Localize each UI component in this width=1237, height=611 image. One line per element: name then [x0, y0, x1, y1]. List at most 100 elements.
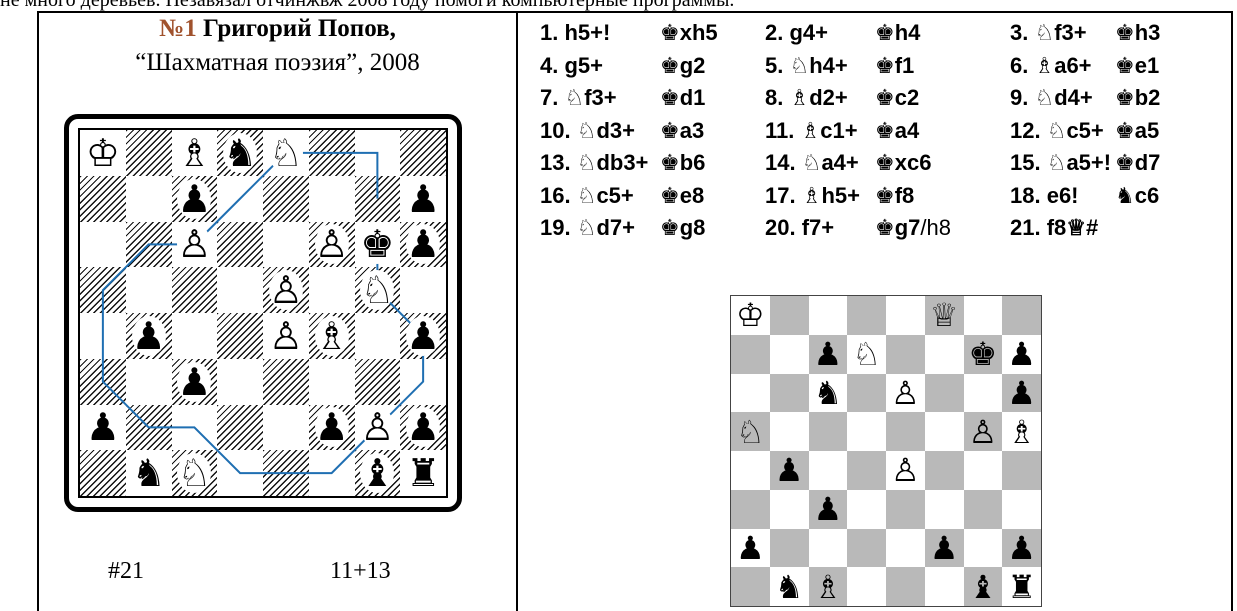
move-text: c5+ [1066, 118, 1103, 143]
chess-piece: ♙ [309, 222, 355, 268]
piece-glyph: ♟ [177, 362, 211, 402]
final-position-diagram: ♔♕♟♘♚♟♞♙♟♘♙♗♟♙♟♟♟♟♞♗♝♜ [730, 295, 1042, 607]
board-square [847, 374, 886, 413]
move-text: a6+ [1054, 53, 1091, 78]
move-text: f7+ [802, 215, 834, 240]
board-square [925, 335, 964, 374]
piece-figurine: ♘ [802, 151, 822, 176]
solution-move: 3. ♘f3+ [1010, 20, 1087, 46]
piece-glyph: ♟ [406, 407, 440, 447]
piece-figurine: ♗ [1034, 54, 1054, 79]
solution-move: ♚xc6 [875, 150, 931, 176]
solution-move: 2. g4+ [765, 20, 828, 46]
solution-line: 4. g5+♚g25. ♘h4+♚f16. ♗a6+♚e1 [540, 53, 1230, 86]
move-number: 14. [765, 150, 802, 175]
chess-piece: ♟ [925, 529, 964, 568]
chess-piece: ♙ [263, 267, 309, 313]
problem-source: “Шахматная поэзия”, 2008 [40, 48, 515, 78]
solution-move: 7. ♘f3+ [540, 85, 617, 111]
solution-move: ♞c6 [1115, 183, 1159, 209]
board-square [731, 335, 770, 374]
solution-move: 17. ♗h5+ [765, 183, 860, 209]
piece-figurine: ♚ [875, 151, 895, 176]
move-text: g7 [895, 215, 921, 240]
chess-piece: ♞ [126, 450, 172, 496]
chess-piece: ♘ [263, 130, 309, 176]
move-text: e6! [1047, 183, 1079, 208]
chess-piece: ♗ [1002, 412, 1041, 451]
solution-move: ♚g7/h8 [875, 215, 951, 241]
move-number: 6. [1010, 53, 1034, 78]
board-square [925, 490, 964, 529]
chess-piece: ♞ [217, 130, 263, 176]
board-square [770, 296, 809, 335]
move-number: 15. [1010, 150, 1047, 175]
chess-piece: ♚ [964, 335, 1003, 374]
solution-move: ♚b2 [1115, 85, 1160, 111]
piece-glyph: ♚ [360, 224, 394, 264]
piece-glyph: ♟ [86, 407, 120, 447]
move-text: h3 [1135, 20, 1161, 45]
solution-move: ♚f1 [875, 53, 914, 79]
solution-move: 11. ♗c1+ [765, 118, 858, 144]
move-text: h4 [895, 20, 921, 45]
piece-glyph: ♙ [315, 224, 349, 264]
solution-move: ♚g2 [660, 53, 705, 79]
move-text: xh5 [680, 20, 718, 45]
move-text: a3 [680, 118, 704, 143]
solution-move: ♚d1 [660, 85, 705, 111]
piece-figurine: ♚ [1115, 21, 1135, 46]
solution-line: 1. h5+! ♚ xh5 2. g4+ ♚h4 3. ♘f3+ ♚h3 [540, 20, 1230, 53]
solution-move: ♚a5 [1115, 118, 1159, 144]
piece-figurine: ♘ [577, 184, 597, 209]
move-text: c1+ [820, 118, 857, 143]
move-number: 20. [765, 215, 802, 240]
solution-line: 10. ♘d3+♚a311. ♗c1+♚a412. ♘c5+♚a5 [540, 118, 1230, 151]
move-text: a5 [1135, 118, 1159, 143]
piece-figurine: ♚ [660, 86, 680, 111]
chess-piece: ♝ [355, 450, 401, 496]
board-square [847, 412, 886, 451]
chess-piece: ♟ [126, 313, 172, 359]
move-text: xc6 [895, 150, 932, 175]
piece-glyph: ♘ [269, 133, 303, 173]
chess-piece: ♟ [400, 313, 446, 359]
solution-move: 1. h5+! [540, 20, 610, 46]
move-text: f8♕# [1047, 215, 1099, 240]
board-square [925, 567, 964, 606]
piece-glyph: ♙ [269, 270, 303, 310]
move-number: 9. [1010, 85, 1034, 110]
solution-move: 19. ♘d7+ [540, 215, 635, 241]
chess-piece: ♟ [400, 405, 446, 451]
chess-piece: ♙ [263, 313, 309, 359]
piece-figurine: ♚ [660, 151, 680, 176]
problem-diagram: ♔♗♞♘♟♟♙♙♚♟♙♘♟♙♗♟♟♟♟♙♟♞♘♝♜ [64, 114, 462, 512]
board-square [886, 529, 925, 568]
board-square [964, 490, 1003, 529]
solution-move: 4. g5+ [540, 53, 603, 79]
piece-glyph: ♟ [406, 179, 440, 219]
piece-figurine: ♚ [875, 86, 895, 111]
board-square [847, 567, 886, 606]
chess-piece: ♙ [886, 451, 925, 490]
chess-piece: ♘ [847, 335, 886, 374]
solution-move: ♚h3 [1115, 20, 1160, 46]
board-square [731, 451, 770, 490]
move-text: d4+ [1054, 85, 1093, 110]
board-square [770, 412, 809, 451]
move-text: a5+! [1066, 150, 1111, 175]
solution-move: 14. ♘a4+ [765, 150, 859, 176]
move-text: f3+ [584, 85, 616, 110]
solution-move: 6. ♗a6+ [1010, 53, 1092, 79]
chess-piece: ♙ [172, 222, 218, 268]
piece-glyph: ♟ [177, 179, 211, 219]
board-square [964, 374, 1003, 413]
problem-heading: №1 Григорий Попов, [40, 14, 515, 44]
piece-figurine: ♚ [875, 54, 895, 79]
solution-move: ♚h4 [875, 20, 920, 46]
board-square [925, 412, 964, 451]
piece-figurine: ♚ [875, 119, 895, 144]
board-square [1002, 451, 1041, 490]
